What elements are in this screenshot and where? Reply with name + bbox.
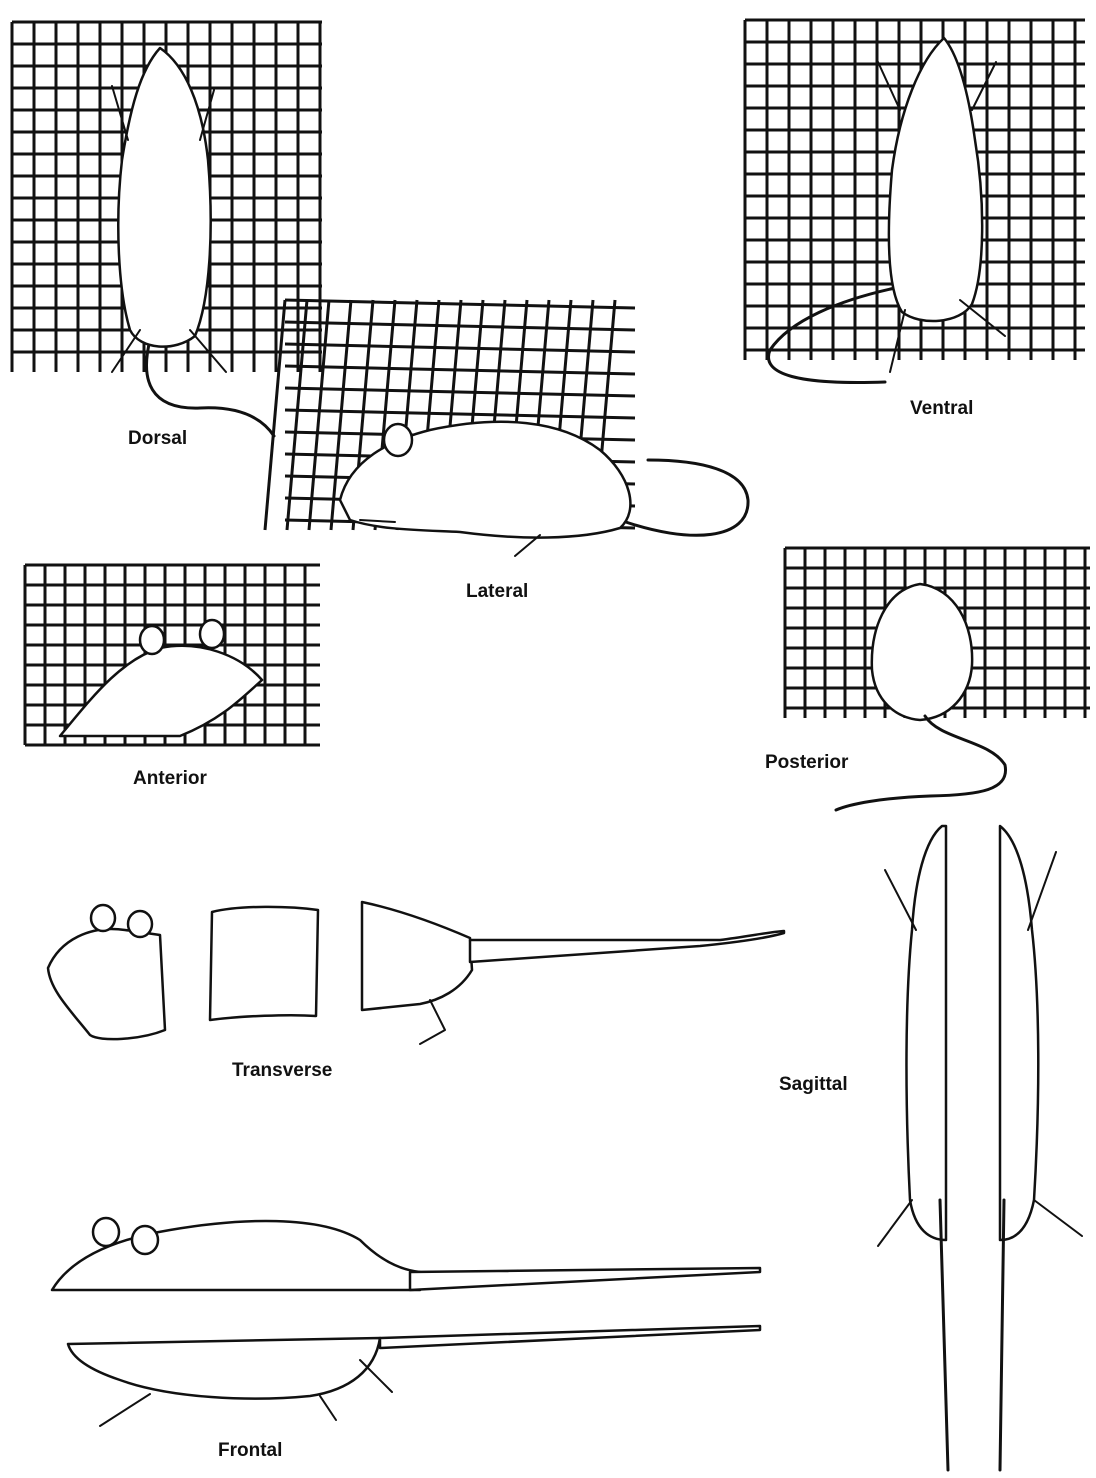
transverse-ear-left xyxy=(91,905,115,931)
lateral-ear xyxy=(384,424,412,456)
lateral-tail xyxy=(620,460,748,535)
anterior-ear-right xyxy=(200,620,224,648)
dorsal-view xyxy=(12,22,322,436)
sagittal-view xyxy=(878,826,1082,1470)
grid-wire-horizontal xyxy=(285,344,635,352)
posterior-rat-body xyxy=(872,584,972,720)
anterior-rat-head xyxy=(60,646,262,736)
label-posterior: Posterior xyxy=(765,752,849,773)
transverse-mid-section xyxy=(210,907,318,1020)
sagittal-left-half xyxy=(906,826,946,1240)
label-dorsal: Dorsal xyxy=(128,428,187,449)
ventral-view xyxy=(745,20,1085,383)
transverse-hind-leg xyxy=(420,1000,445,1044)
frontal-lower-half xyxy=(68,1338,380,1399)
frontal-lower-tail xyxy=(380,1326,760,1348)
grid-wire-horizontal xyxy=(285,366,635,374)
anterior-view xyxy=(25,565,320,745)
ventral-rat-body xyxy=(889,38,982,321)
label-frontal: Frontal xyxy=(218,1440,282,1461)
transverse-head-section xyxy=(48,929,165,1039)
frontal-ear-left xyxy=(93,1218,119,1246)
label-ventral: Ventral xyxy=(910,398,973,419)
dorsal-rat-body xyxy=(118,48,210,347)
label-anterior: Anterior xyxy=(133,768,208,789)
frontal-ear-right xyxy=(132,1226,158,1254)
frontal-upper-tail xyxy=(410,1268,760,1290)
posterior-tail xyxy=(836,716,1006,810)
transverse-tail xyxy=(470,931,784,962)
transverse-hind-section xyxy=(362,902,472,1010)
lateral-view xyxy=(265,300,748,556)
anterior-ear-left xyxy=(140,626,164,654)
transverse-view xyxy=(48,902,784,1044)
label-lateral: Lateral xyxy=(466,581,528,602)
frontal-view xyxy=(52,1218,760,1426)
transverse-ear-right xyxy=(128,911,152,937)
grid-wire-horizontal xyxy=(285,388,635,396)
label-sagittal: Sagittal xyxy=(779,1074,848,1095)
sagittal-right-half xyxy=(1000,826,1038,1240)
label-transverse: Transverse xyxy=(232,1060,332,1081)
